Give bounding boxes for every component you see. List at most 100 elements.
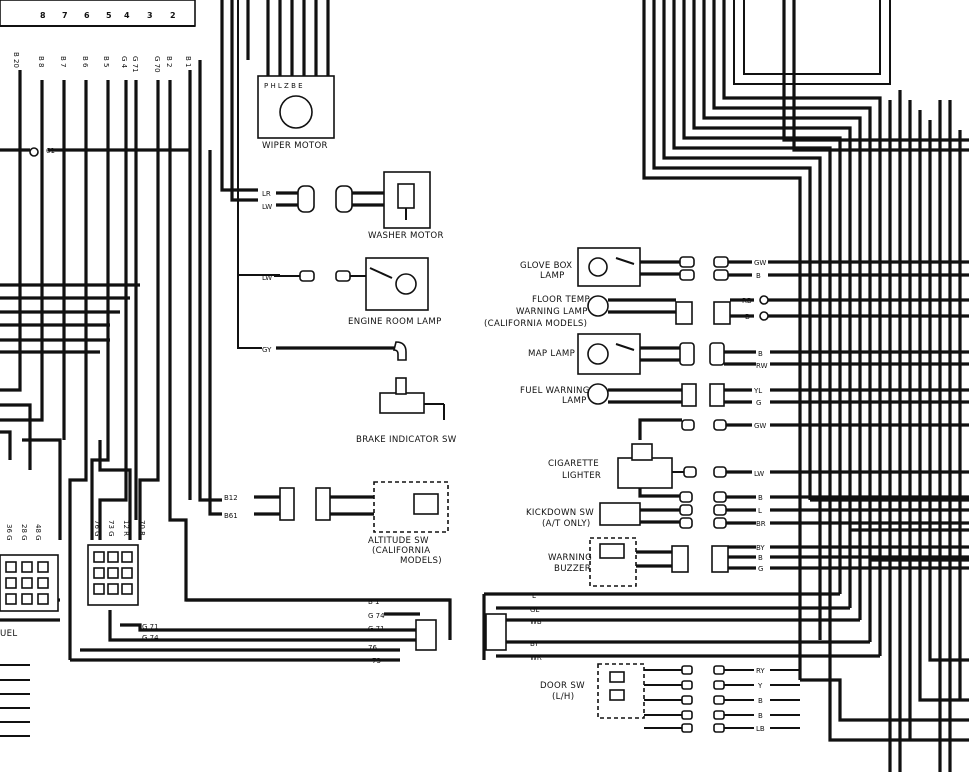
fuel-label-partial: UEL (0, 629, 17, 639)
glove-box-label-1: GLOVE BOX (520, 261, 572, 271)
altitude-sw-label-2: (CALIFORNIA (372, 546, 430, 556)
altitude-sw-label-3: MODELS) (400, 556, 442, 566)
engine-room-lamp: LW ENGINE ROOM LAMP (262, 257, 442, 327)
connector-left-bottom (0, 554, 59, 612)
wire-code-70r: 70 R (138, 520, 146, 536)
wire-code-73g: 73 G (107, 520, 115, 537)
glove-box-lamp: GW B GLOVE BOX LAMP (520, 247, 969, 287)
wire-code-28g: 28 G (20, 524, 28, 541)
left-wire-harness (0, 70, 452, 662)
wire-code-b20: B 20 (12, 52, 20, 68)
wire-code-73-right: 73 (372, 657, 381, 665)
wire-code-g74-right: G 74 (368, 612, 385, 620)
fuel-warning-lamp: YL G FUEL WARNING LAMP (520, 383, 969, 407)
wire-code-b5: B 5 (102, 56, 110, 67)
pin-number-6: 6 (84, 11, 90, 20)
washer-motor: LR LW WASHER MOTOR (262, 171, 444, 241)
wire-code-76-right: 76 (368, 644, 377, 652)
wire-code-12r: 12 R (122, 520, 130, 536)
map-lamp-wire-b: B (758, 350, 763, 358)
floor-temp-label-1: FLOOR TEMP (532, 295, 590, 305)
fuel-wire-g: G (756, 399, 761, 407)
wire-code-48g: 48 G (34, 524, 42, 541)
wiper-pins: P H L Z B E (264, 82, 303, 90)
wire-code-g71-bottom: G 71 (142, 623, 159, 631)
kickdown-label-1: KICKDOWN SW (526, 508, 594, 518)
wire-code-gy: GY (262, 346, 272, 354)
kickdown-label-2: (A/T ONLY) (542, 519, 591, 529)
wire-code-b1-bottom: B 1 (368, 598, 379, 606)
floor-temp-label-2: WARNING LAMP (516, 307, 588, 317)
door-wire-ry: RY (756, 667, 765, 675)
pin-number-5: 5 (106, 11, 112, 20)
splice-point (29, 147, 39, 157)
fuel-wire-yl: YL (753, 387, 762, 395)
glove-box-wire-gw: GW (754, 259, 766, 267)
connector-mid-bottom (87, 544, 139, 606)
door-wire-b1: B (758, 697, 763, 705)
wire-code-g74-bottom: G 74 (142, 634, 159, 642)
wiper-motor: P H L Z B E WIPER MOTOR (220, 0, 335, 276)
warning-buzzer: BY B G WARNING BUZZER (548, 537, 969, 587)
pin-number-2: 2 (170, 11, 176, 20)
wire-code-61: 61 (46, 147, 55, 155)
kickdown-switch: B L BR KICKDOWN SW (A/T ONLY) (526, 488, 969, 529)
wire-code-b61: B61 (224, 512, 238, 520)
map-lamp-wire-rw: RW (756, 362, 768, 370)
glove-box-wire-b: B (756, 272, 761, 280)
washer-motor-label: WASHER MOTOR (368, 231, 444, 241)
cig-top-wire-gw: GW (754, 422, 766, 430)
floor-temp-wire-b: B (745, 313, 750, 321)
wire-code-g4: G 4 (120, 56, 128, 69)
wire-code-36g: 36 G (5, 524, 13, 541)
wire-code-b1: B 1 (184, 56, 192, 67)
altitude-switch: B12 B61 ALTITUDE SW (CALIFORNIA MODELS) (198, 60, 449, 566)
buzzer-label-2: BUZZER (554, 564, 591, 574)
pin-number-3: 3 (147, 11, 153, 20)
floor-temp-label-3: (CALIFORNIA MODELS) (484, 319, 587, 329)
buzzer-wire-g: G (758, 565, 763, 573)
cig-label-2: LIGHTER (562, 471, 601, 481)
wire-code-by: BY (530, 640, 539, 648)
floor-temp-wire-rb: RB (742, 297, 752, 305)
engine-room-lamp-label: ENGINE ROOM LAMP (348, 317, 442, 327)
cig-label-1: CIGARETTE (548, 459, 599, 469)
wire-code-lr: LR (262, 190, 271, 198)
fuel-warning-label-2: LAMP (562, 396, 587, 406)
door-sw-label-1: DOOR SW (540, 681, 585, 691)
bottom-left-legend (0, 664, 30, 737)
door-wire-b2: B (758, 712, 763, 720)
wire-code-g70: G 70 (153, 56, 161, 73)
kickdown-wire-br: BR (756, 520, 766, 528)
wire-code-g71-right: G 71 (368, 625, 385, 633)
wire-code-gl: GL (530, 606, 539, 614)
top-wire-codes: B 20 B 8 B 7 B 6 B 5 G 4 G 71 G 70 B 2 B… (12, 52, 192, 73)
wire-code-76g: 76 G (93, 520, 101, 537)
glove-box-label-2: LAMP (540, 271, 565, 281)
brake-indicator-label: BRAKE INDICATOR SW (356, 435, 457, 445)
wire-code-b6: B 6 (81, 56, 89, 68)
wire-code-lw-engine: LW (262, 274, 272, 282)
altitude-sw-label-1: ALTITUDE SW (368, 536, 429, 546)
wire-code-lw: LW (262, 203, 272, 211)
wiper-motor-label: WIPER MOTOR (262, 141, 328, 151)
brake-indicator: GY BRAKE INDICATOR SW (237, 275, 457, 445)
wire-code-g71: G 71 (131, 56, 139, 73)
buzzer-wire-b: B (758, 554, 763, 562)
wire-code-wb: WB (530, 618, 542, 626)
top-connector-block: 8 7 6 5 4 3 2 (0, 0, 196, 27)
wire-code-b12: B12 (224, 494, 238, 502)
fuel-warning-label-1: FUEL WARNING (520, 386, 590, 396)
map-lamp: B RW MAP LAMP (528, 333, 969, 375)
map-lamp-label: MAP LAMP (528, 349, 575, 359)
door-wire-lb: LB (756, 725, 765, 733)
wire-code-b7: B 7 (59, 56, 67, 67)
wire-code-b8: B 8 (37, 56, 45, 67)
wire-code-l: L (532, 592, 536, 600)
pin-number-4: 4 (124, 11, 130, 20)
bottom-center-connector: B 1 G 74 G 71 76 73 (186, 598, 450, 665)
door-switch: RY Y B B LB DOOR SW (L/H) (540, 663, 800, 733)
floor-temp-lamp: RB B FLOOR TEMP WARNING LAMP (CALIFORNIA… (484, 295, 969, 329)
cig-wire-lw: LW (754, 470, 764, 478)
